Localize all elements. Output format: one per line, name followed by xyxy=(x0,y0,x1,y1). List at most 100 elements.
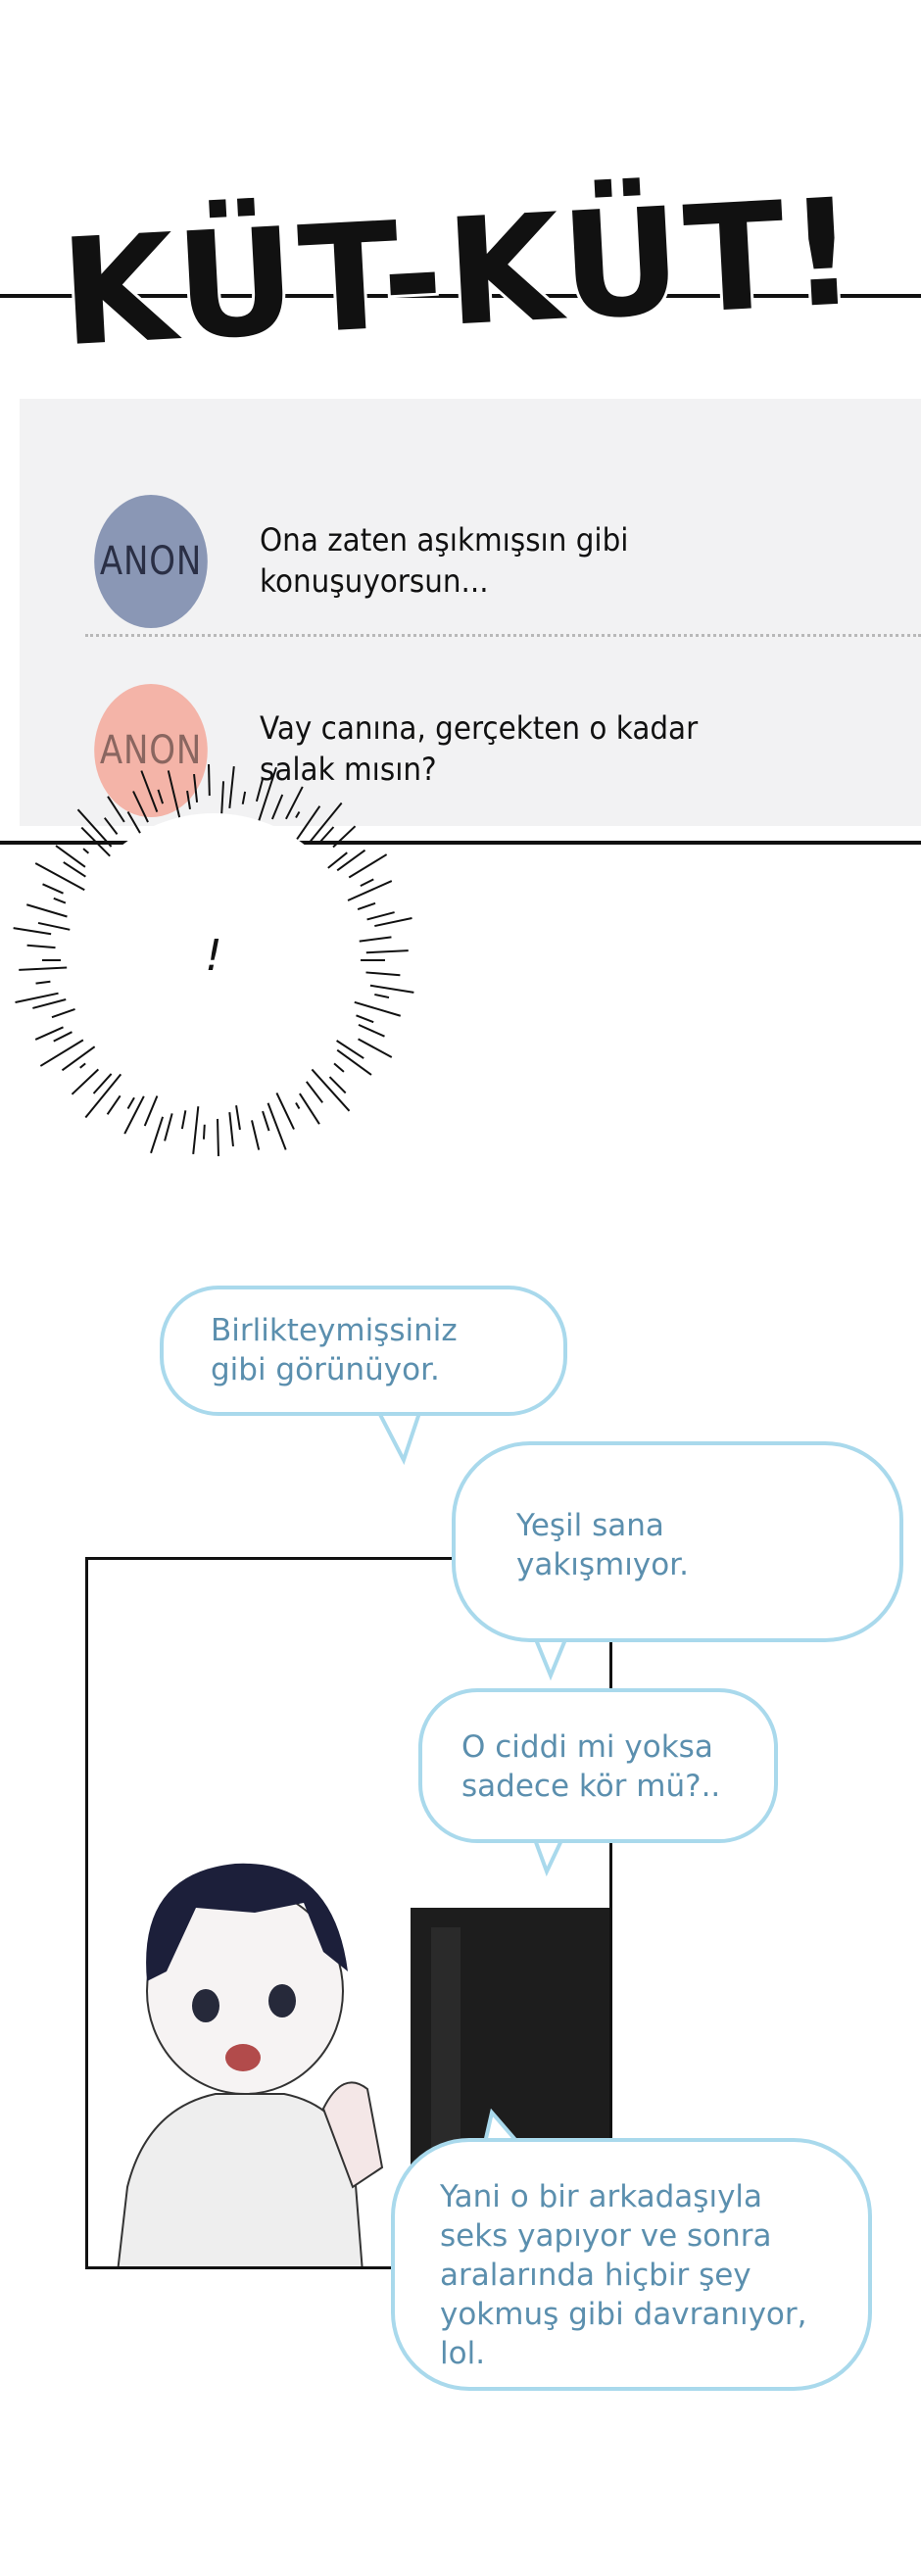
sfx-text: KÜT-KÜT! xyxy=(59,167,862,372)
burst-ray xyxy=(157,789,165,804)
burst-ray xyxy=(92,1073,113,1094)
burst-ray xyxy=(79,1062,86,1069)
burst-ray xyxy=(365,971,401,977)
comment-text: Ona zaten aşıkmışsın gibi konuşuyorsun..… xyxy=(260,521,629,600)
burst-ray xyxy=(357,901,376,911)
burst-ray xyxy=(336,1048,372,1076)
sound-effect-title: KÜT-KÜT! xyxy=(59,167,862,372)
burst-ray xyxy=(251,1120,261,1150)
comment-text: Vay canına, gerçekten o kadar salak mısı… xyxy=(260,709,699,788)
panel-border-bottom xyxy=(0,841,921,845)
burst-ray xyxy=(208,764,211,797)
burst-ray xyxy=(71,1068,100,1095)
burst-ray xyxy=(35,980,51,985)
surprise-burst: ! xyxy=(13,764,414,1156)
burst-ray xyxy=(299,1093,320,1125)
burst-ray xyxy=(126,810,141,834)
burst-ray xyxy=(123,1095,145,1135)
burst-ray xyxy=(106,1094,121,1115)
burst-ray xyxy=(228,765,235,808)
burst-ray xyxy=(365,949,409,954)
burst-ray xyxy=(82,848,90,854)
speech-bubble: Yeşil sana yakışmıyor. xyxy=(452,1441,903,1642)
burst-ray xyxy=(180,1110,187,1130)
bubble-tail xyxy=(531,1632,570,1681)
burst-ray xyxy=(26,944,56,949)
bubble-text: O ciddi mi yoksa sadece kör mü?.. xyxy=(461,1729,721,1804)
burst-ray xyxy=(347,880,393,901)
avatar: ANON xyxy=(94,495,208,628)
burst-ray xyxy=(258,766,277,821)
burst-ray xyxy=(80,826,111,857)
bubble-tail xyxy=(531,1834,566,1877)
burst-ray xyxy=(103,817,119,835)
burst-ray xyxy=(328,1076,347,1094)
burst-ray xyxy=(107,796,125,823)
burst-ray xyxy=(374,916,412,928)
speech-bubble: O ciddi mi yoksa sadece kör mü?.. xyxy=(418,1688,778,1843)
burst-ray xyxy=(61,1045,96,1072)
burst-ray xyxy=(143,1095,159,1127)
burst-ray xyxy=(333,1062,345,1073)
burst-ray xyxy=(275,1093,295,1130)
burst-ray xyxy=(63,861,86,878)
burst-ray xyxy=(327,851,348,869)
burst-ray xyxy=(13,927,52,936)
burst-ray xyxy=(34,862,85,892)
bubble-text: Birlikteymişsiniz gibi görünüyor. xyxy=(211,1313,458,1387)
burst-ray xyxy=(84,1073,122,1119)
burst-ray xyxy=(295,1101,301,1110)
panel-border-top xyxy=(0,294,921,298)
burst-ray xyxy=(318,826,335,844)
burst-ray xyxy=(132,791,149,823)
burst-ray xyxy=(235,1105,241,1131)
bubble-tail xyxy=(374,1407,423,1466)
burst-ray xyxy=(295,810,301,819)
burst-ray xyxy=(255,779,264,802)
burst-ray xyxy=(354,1000,402,1017)
speech-bubble: Birlikteymişsiniz gibi görünüyor. xyxy=(160,1286,567,1416)
burst-ray xyxy=(356,1014,374,1024)
burst-ray xyxy=(296,805,321,841)
burst-ray xyxy=(374,993,390,999)
burst-ray xyxy=(309,802,343,843)
burst-ray xyxy=(228,1112,234,1147)
burst-ray xyxy=(167,770,181,818)
burst-ray xyxy=(202,1124,206,1140)
burst-ray xyxy=(267,1102,287,1150)
burst-ray xyxy=(34,1026,64,1041)
burst-ray xyxy=(32,998,67,1009)
burst-ray xyxy=(285,786,304,820)
burst-ray xyxy=(359,936,392,943)
burst-ray xyxy=(336,1040,364,1059)
burst-ray xyxy=(348,853,388,879)
comment-divider xyxy=(85,634,921,637)
burst-ray xyxy=(360,878,374,888)
burst-ray xyxy=(53,897,67,904)
burst-ray xyxy=(164,1113,173,1142)
burst-ray xyxy=(55,845,86,868)
burst-ray xyxy=(220,781,225,814)
burst-ray xyxy=(150,1116,165,1154)
burst-ray xyxy=(311,1068,351,1112)
avatar-label: ANON xyxy=(99,728,203,773)
burst-ray xyxy=(53,1031,73,1043)
burst-ray xyxy=(15,992,59,1004)
avatar-label: ANON xyxy=(99,539,203,584)
burst-ray xyxy=(336,849,366,872)
burst-ray xyxy=(19,966,68,971)
burst-ray xyxy=(51,1007,75,1019)
comic-panel xyxy=(85,1557,612,2269)
burst-ray xyxy=(37,921,71,931)
burst-ray xyxy=(76,808,113,848)
bubble-text: Yani o bir arkadaşıyla seks yapıyor ve s… xyxy=(440,2179,807,2371)
burst-ray xyxy=(140,770,159,812)
burst-ray xyxy=(358,1038,393,1058)
burst-ray xyxy=(369,984,414,994)
burst-ray xyxy=(358,1023,385,1038)
burst-ray xyxy=(270,794,284,820)
burst-ray xyxy=(262,1110,270,1132)
burst-ray xyxy=(193,773,199,802)
speech-bubble: Yani o bir arkadaşıyla seks yapıyor ve s… xyxy=(391,2138,872,2391)
burst-ray xyxy=(42,883,64,895)
